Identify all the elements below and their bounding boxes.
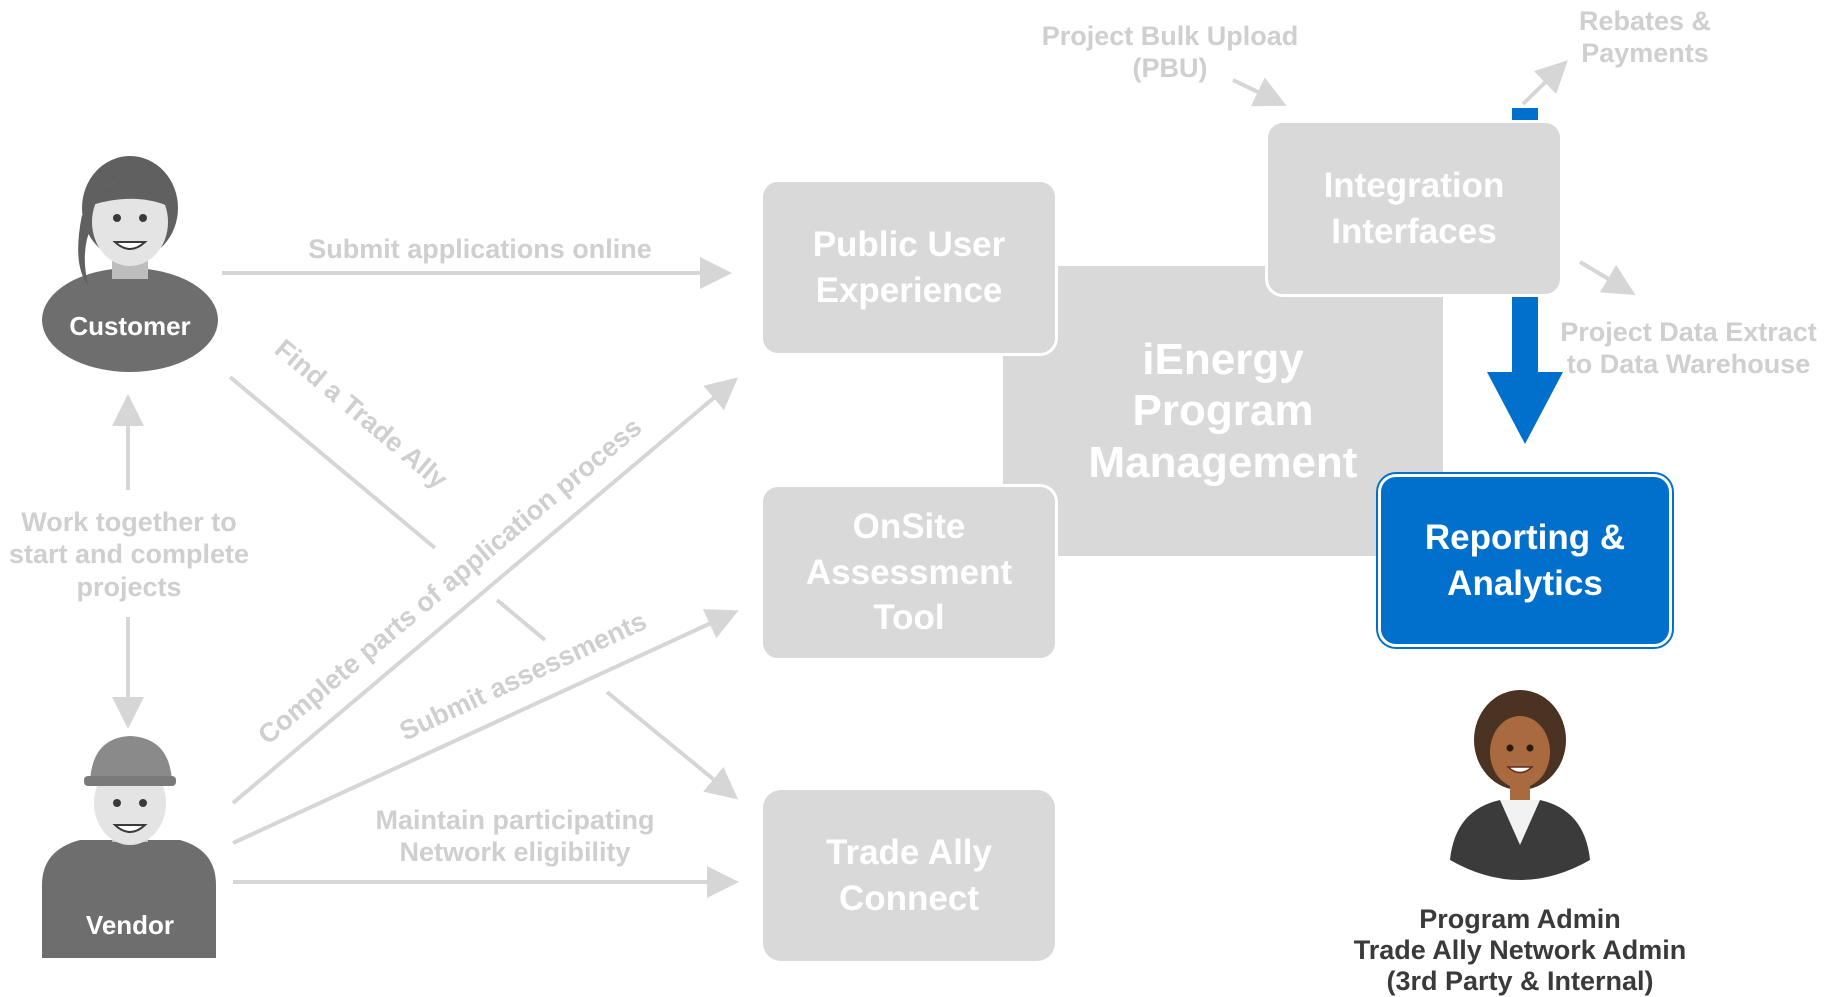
node-public-user-experience[interactable]: Public User Experience bbox=[760, 179, 1058, 356]
arrow-submit-assessments bbox=[232, 609, 739, 845]
program-admin-label: Program Admin Trade Ally Network Admin (… bbox=[1353, 904, 1687, 997]
label-project-data-extract: Project Data Extract to Data Warehouse bbox=[1560, 317, 1817, 380]
big-blue-arrow-head bbox=[1487, 372, 1563, 444]
arrow-data-extract bbox=[1578, 260, 1636, 296]
arrow-find-trade-ally-2 bbox=[495, 598, 547, 642]
label-pbu: Project Bulk Upload (PBU) bbox=[1041, 21, 1299, 84]
arrow-find-trade-ally-1 bbox=[228, 375, 437, 550]
label-rebates-payments: Rebates & Payments bbox=[1578, 6, 1712, 69]
label-maintain-eligibility: Maintain participating Network eligibili… bbox=[375, 805, 655, 868]
arrow-find-trade-ally-3 bbox=[605, 690, 739, 800]
arrow-pbu bbox=[1232, 77, 1287, 107]
node-ienergy-program-management[interactable]: iEnergy Program Management bbox=[1003, 266, 1443, 556]
customer-name: Customer bbox=[69, 311, 191, 341]
vendor-name: Vendor bbox=[85, 910, 175, 940]
node-trade-ally-connect[interactable]: Trade Ally Connect bbox=[763, 790, 1055, 961]
arrow-complete-parts bbox=[231, 377, 739, 805]
label-submit-online: Submit applications online bbox=[308, 234, 652, 264]
node-reporting-analytics[interactable]: Reporting & Analytics bbox=[1378, 474, 1672, 647]
arrow-rebates bbox=[1521, 60, 1568, 106]
node-onsite-assessment-tool[interactable]: OnSite Assessment Tool bbox=[760, 484, 1058, 661]
label-work-together: Work together to start and complete proj… bbox=[8, 507, 250, 602]
node-integration-interfaces[interactable]: Integration Interfaces bbox=[1265, 120, 1563, 297]
